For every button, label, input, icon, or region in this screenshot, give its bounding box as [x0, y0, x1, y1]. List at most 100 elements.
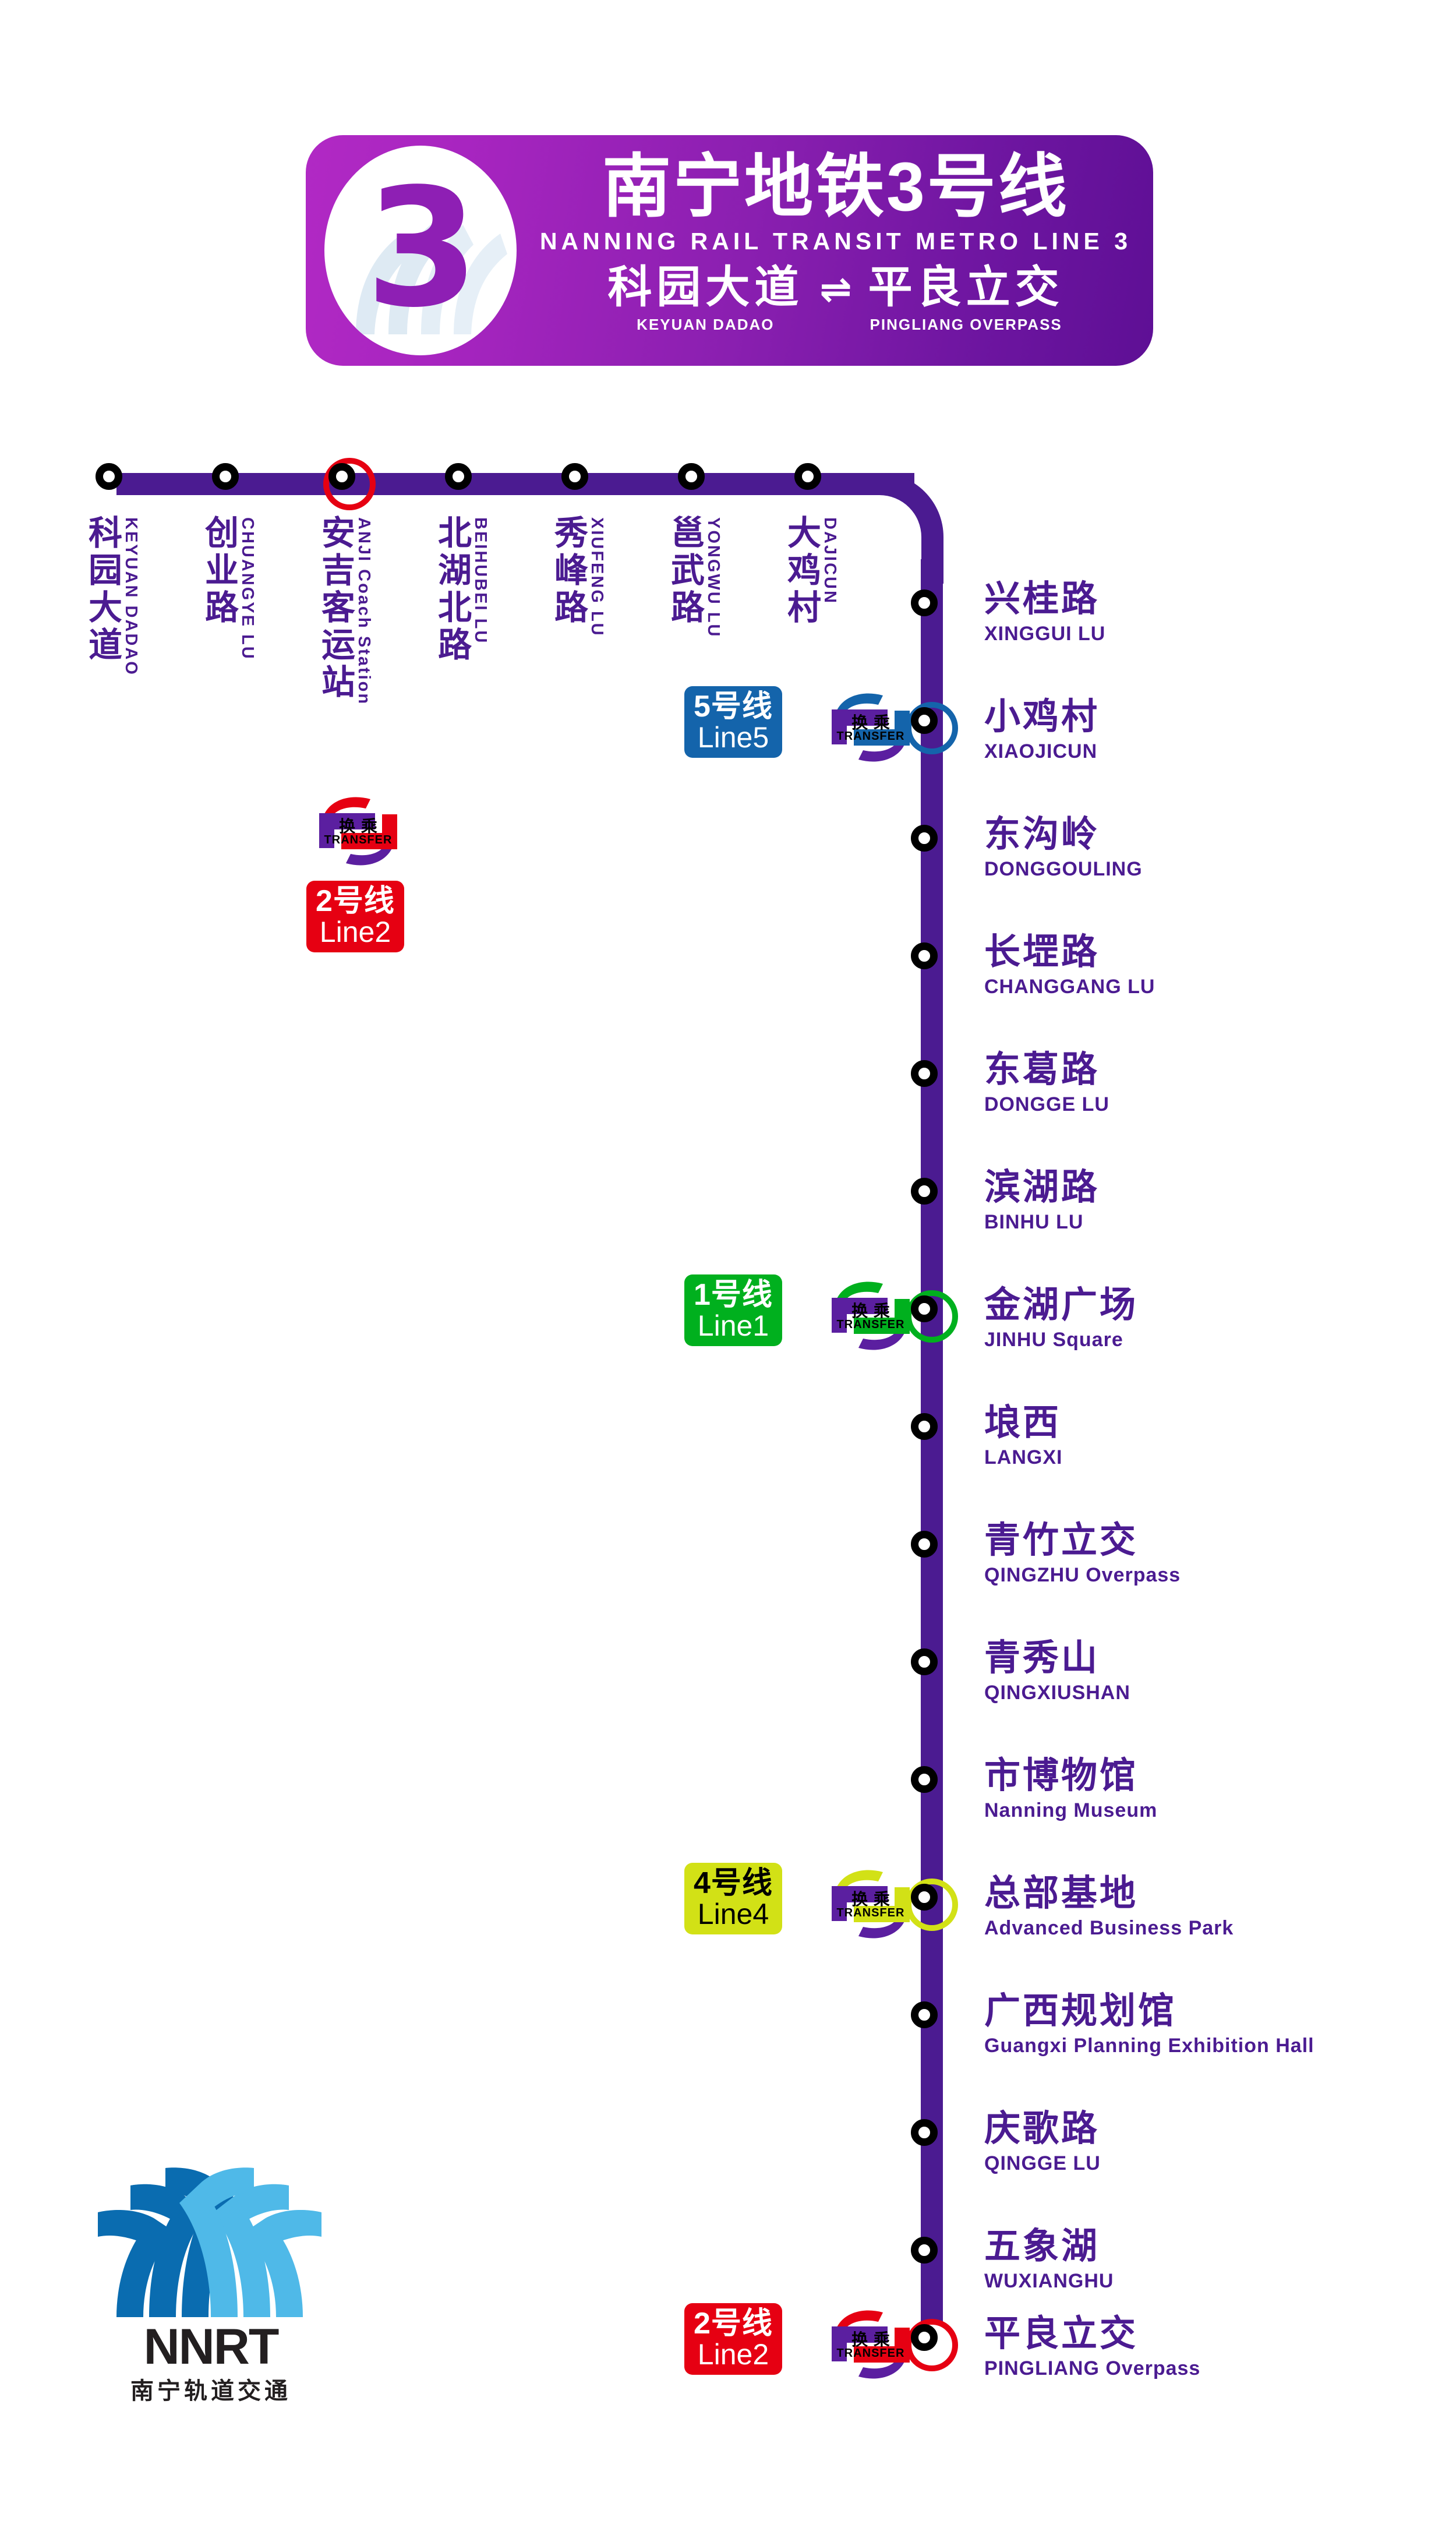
station-dot[interactable] — [911, 707, 938, 734]
station-name-en: Guangxi Planning Exhibition Hall — [984, 2035, 1314, 2057]
station-dot[interactable] — [911, 2324, 938, 2351]
station-name-en: ANJI Coach Station — [355, 517, 373, 706]
svg-text:TRANSFER: TRANSFER — [837, 2347, 905, 2360]
station-label-vertical[interactable]: 青竹立交 QINGZHU Overpass — [984, 1521, 1181, 1587]
station-name-en: CHANGGANG LU — [984, 976, 1155, 998]
station-name-en: YONGWU LU — [704, 517, 723, 638]
svg-text:TRANSFER: TRANSFER — [837, 1906, 905, 1919]
station-name-en: BEIHUBEI LU — [471, 517, 490, 645]
svg-text:TRANSFER: TRANSFER — [837, 730, 905, 743]
station-name-en: QINGZHU Overpass — [984, 1564, 1181, 1587]
station-dot[interactable] — [911, 1648, 938, 1675]
station-name-cn: 庆歌路 — [984, 2109, 1100, 2149]
station-dot[interactable] — [794, 463, 821, 490]
station-name-cn: 东沟岭 — [984, 814, 1100, 855]
station-name-cn: 东葛路 — [984, 1050, 1100, 1090]
svg-text:换 乘: 换 乘 — [339, 817, 377, 836]
station-dot[interactable] — [911, 1060, 938, 1087]
station-dot[interactable] — [911, 1766, 938, 1793]
transfer-icon: 换 乘 TRANSFER — [827, 1866, 914, 1942]
transfer-icon: 换 乘 TRANSFER — [827, 2307, 914, 2382]
station-dot[interactable] — [911, 2237, 938, 2264]
station-name-en: PINGLIANG Overpass — [984, 2357, 1201, 2380]
terminus-west-en: KEYUAN DADAO — [637, 316, 775, 334]
station-dot[interactable] — [911, 2119, 938, 2146]
station-label-vertical[interactable]: 平良立交 PINGLIANG Overpass — [984, 2315, 1200, 2380]
station-dot[interactable] — [911, 1884, 938, 1911]
line-badge-cn: 1号线 — [694, 1278, 773, 1312]
line-badge-en: Line1 — [697, 1309, 769, 1343]
station-label-vertical[interactable]: 五象湖 WUXIANGHU — [984, 2227, 1114, 2293]
station-name-en: XIUFENG LU — [588, 517, 606, 637]
station-name-en: JINHU Square — [984, 1329, 1123, 1351]
station-dot[interactable] — [911, 825, 938, 852]
station-name-cn: 滨湖路 — [984, 1167, 1100, 1207]
operator-logo: NNRT 南宁轨道交通 — [87, 2144, 332, 2404]
station-name-en: QINGXIUSHAN — [984, 1682, 1130, 1704]
route-line-vertical-segment — [921, 559, 943, 2324]
line-number-text: 3 — [365, 154, 479, 344]
header-title-chinese: 南宁地铁3号线 — [602, 149, 1069, 225]
terminus-east: 平良立交 PINGLIANG OVERPASS — [868, 264, 1064, 334]
station-dot[interactable] — [678, 463, 705, 490]
terminus-west-cn: 科园大道 — [607, 263, 804, 313]
station-dot[interactable] — [911, 1295, 938, 1322]
station-dot[interactable] — [328, 463, 355, 490]
station-dot[interactable] — [445, 463, 472, 490]
station-dot[interactable] — [911, 942, 938, 969]
line-badge-en: Line5 — [697, 721, 769, 754]
station-dot[interactable] — [911, 1178, 938, 1205]
station-dot[interactable] — [911, 1531, 938, 1558]
station-name-cn: 五象湖 — [984, 2226, 1100, 2266]
line-badge-cn: 2号线 — [316, 884, 395, 918]
station-dot[interactable] — [911, 1413, 938, 1440]
station-dot[interactable] — [911, 589, 938, 616]
station-name-cn: 平良立交 — [984, 2314, 1139, 2354]
station-name-cn: 金湖广场 — [984, 1285, 1139, 1325]
station-label-vertical[interactable]: 金湖广场 JINHU Square — [984, 1286, 1138, 1351]
nnrt-mark-icon — [93, 2144, 326, 2318]
station-name-cn: 青竹立交 — [984, 1520, 1139, 1560]
line-badge-cn: 5号线 — [694, 690, 773, 723]
station-dot[interactable] — [96, 463, 122, 490]
station-name-cn: 邕武路 — [666, 515, 704, 627]
terminus-west: 科园大道 KEYUAN DADAO — [607, 264, 803, 334]
station-dot[interactable] — [911, 2001, 938, 2028]
station-name-en: WUXIANGHU — [984, 2270, 1114, 2293]
station-name-cn: 创业路 — [200, 515, 238, 627]
station-name-en: LANGXI — [984, 1446, 1063, 1469]
header-title-english: NANNING RAIL TRANSIT METRO LINE 3 — [539, 228, 1132, 255]
station-dot[interactable] — [561, 463, 588, 490]
station-name-en: Advanced Business Park — [984, 1917, 1234, 1940]
station-name-cn: 埌西 — [984, 1403, 1062, 1443]
station-name-en: Nanning Museum — [984, 1799, 1158, 1822]
nnrt-wordmark: NNRT — [143, 2319, 280, 2375]
station-label-vertical[interactable]: 埌西 LANGXI — [984, 1404, 1062, 1469]
station-dot[interactable] — [212, 463, 239, 490]
station-transfer-ring — [323, 458, 376, 510]
line-badge-en: Line2 — [319, 916, 391, 949]
